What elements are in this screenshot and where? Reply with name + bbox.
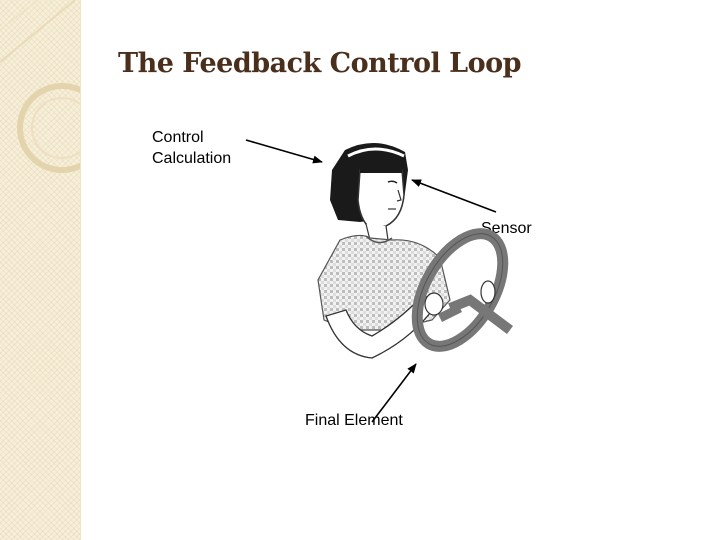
control-calculation-text: Control Calculation <box>152 129 232 167</box>
decorative-sidebar <box>0 0 81 540</box>
control-calculation-arrow <box>245 139 323 164</box>
person-driving-steering-wheel-icon <box>317 142 513 359</box>
final-element-label: Final Element <box>305 412 403 429</box>
final-element-arrow <box>371 363 417 423</box>
control-calculation-label: Control Calculation <box>152 127 231 169</box>
sidebar-ornament-icon <box>0 0 80 173</box>
sensor-arrow <box>411 179 497 213</box>
page-title: The Feedback Control Loop <box>118 48 522 79</box>
